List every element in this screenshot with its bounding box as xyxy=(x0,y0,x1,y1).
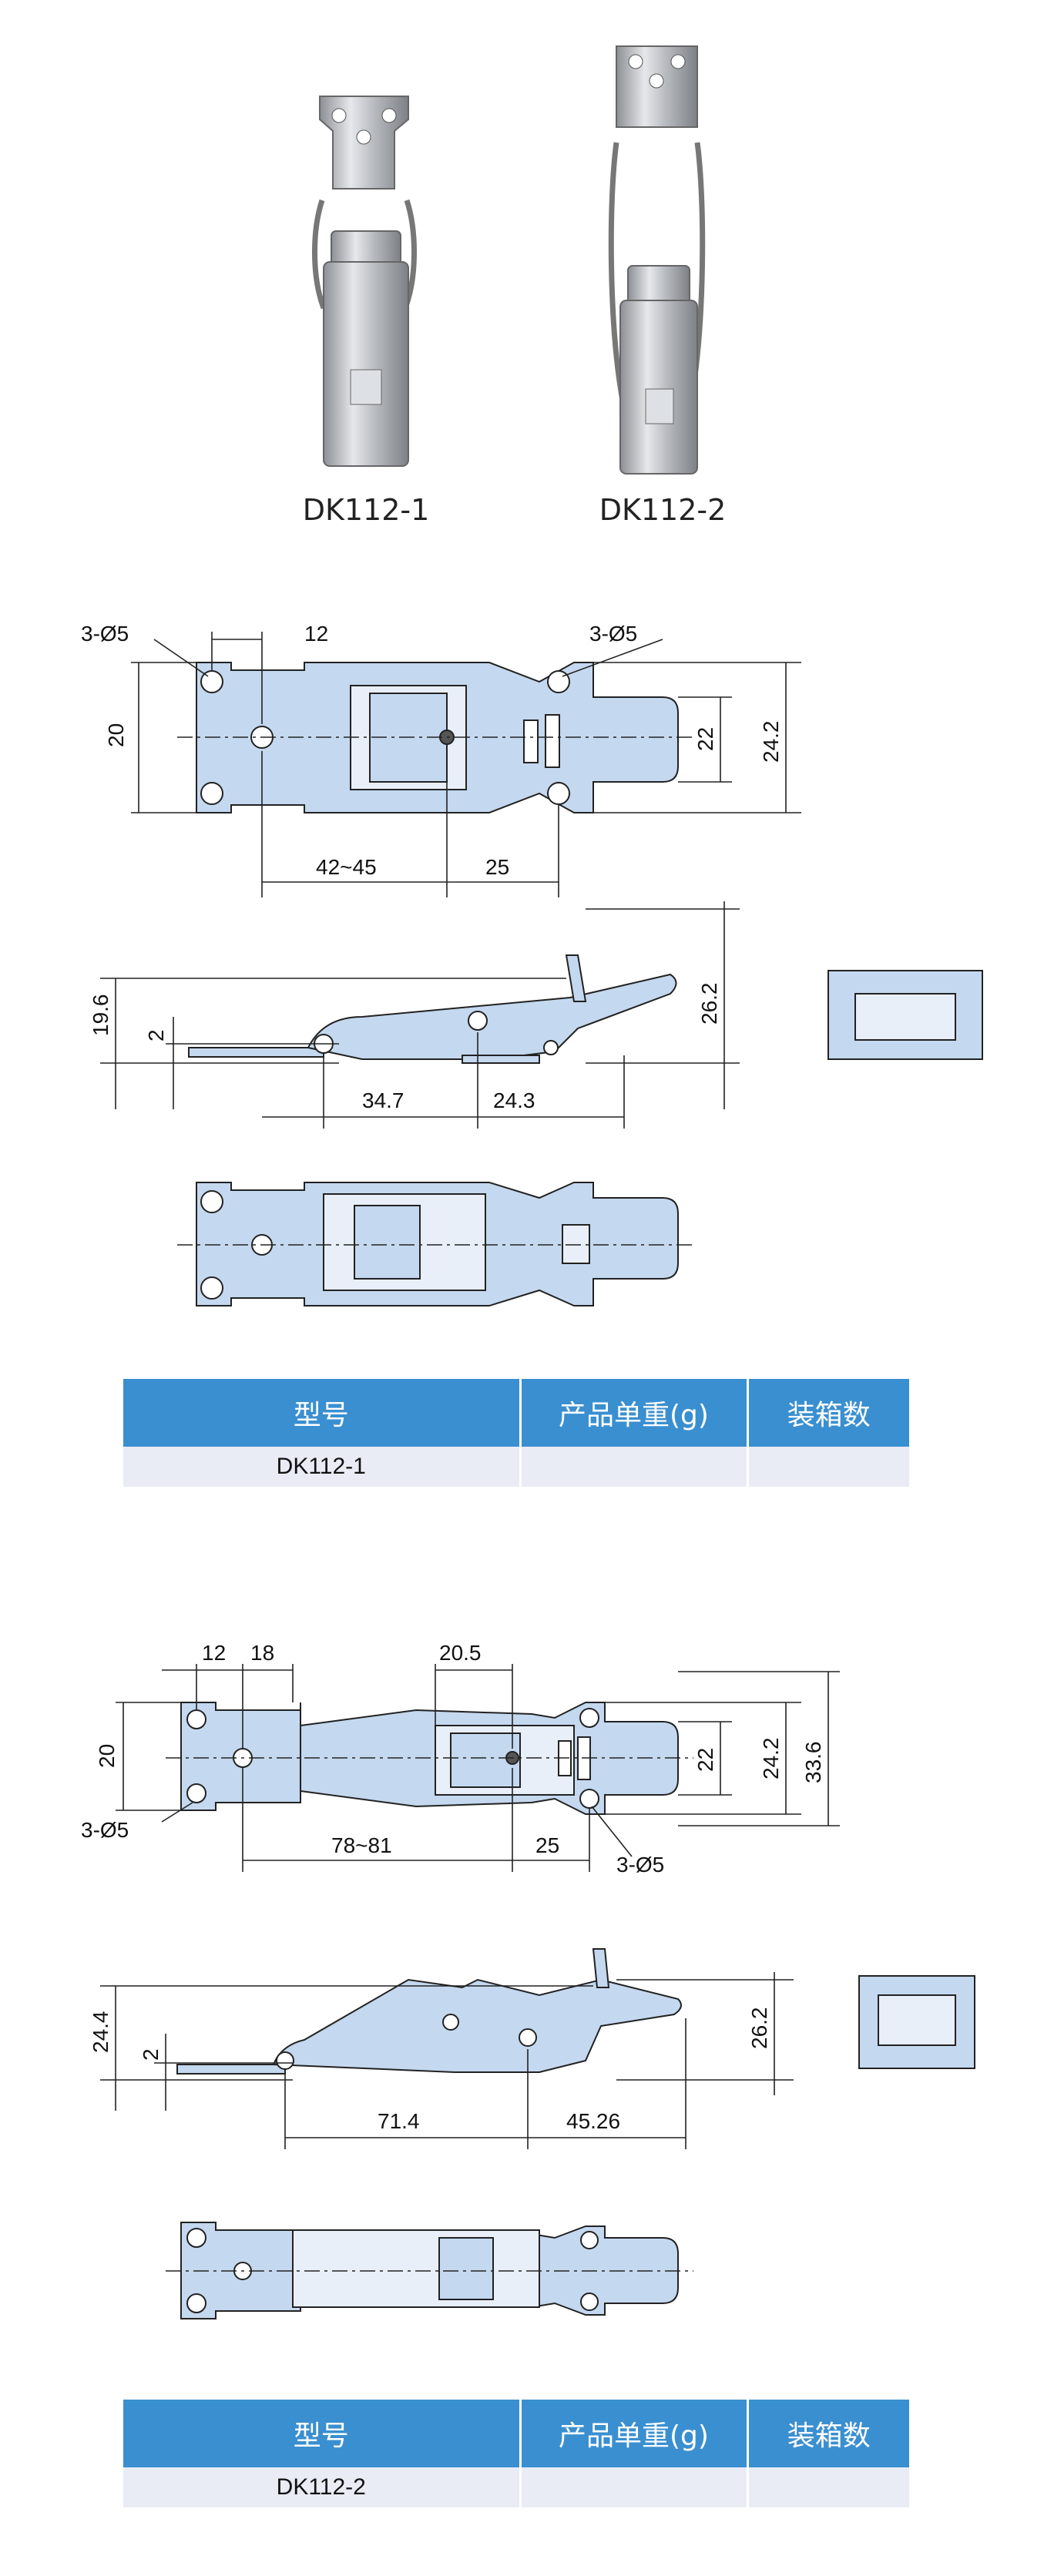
technical-drawing-dk112-1: 3-Ø5 12 3-Ø5 20 22 24.2 42~45 25 19.6 2 … xyxy=(81,622,983,1306)
dim-hole-right-b: 3-Ø5 xyxy=(616,1853,664,1877)
cell-qty xyxy=(747,2467,909,2507)
table-header-row: 型号 产品单重(g) 装箱数 xyxy=(123,1379,909,1447)
header-qty: 装箱数 xyxy=(747,1379,909,1447)
product-photo-dk112-1 xyxy=(312,96,417,467)
dim-19-6: 19.6 xyxy=(89,995,112,1037)
technical-drawing-dk112-2: 12 18 20.5 20 3-Ø5 22 24.2 33.6 78~81 25… xyxy=(81,1641,975,2319)
dim-2-b: 2 xyxy=(139,2048,163,2061)
dim-20-5: 20.5 xyxy=(439,1641,482,1665)
dim-33-6: 33.6 xyxy=(801,1742,825,1784)
dim-18: 18 xyxy=(250,1641,274,1665)
spec-table-1: 型号 产品单重(g) 装箱数 DK112-1 xyxy=(123,1379,909,1487)
dim-26-2: 26.2 xyxy=(697,983,721,1025)
spec-table-2: 型号 产品单重(g) 装箱数 DK112-2 xyxy=(123,2400,909,2507)
dim-hole-right: 3-Ø5 xyxy=(589,622,637,646)
dim-25: 25 xyxy=(485,855,509,879)
dim-45-26: 45.26 xyxy=(566,2109,620,2133)
table-header-row: 型号 产品单重(g) 装箱数 xyxy=(123,2400,909,2467)
dim-26-2-b: 26.2 xyxy=(747,2007,771,2050)
header-model: 型号 xyxy=(123,1379,522,1447)
dim-34-7: 34.7 xyxy=(362,1088,405,1112)
dim-20: 20 xyxy=(104,723,128,747)
dim-22: 22 xyxy=(693,727,717,751)
dim-hole-left-b: 3-Ø5 xyxy=(81,1818,129,1842)
product-label-dk112-1: DK112-1 xyxy=(302,493,430,527)
cell-qty xyxy=(747,1447,909,1487)
dim-24-3: 24.3 xyxy=(493,1088,535,1112)
dim-24-2: 24.2 xyxy=(759,721,783,763)
header-weight: 产品单重(g) xyxy=(520,2400,749,2467)
dim-71-4: 71.4 xyxy=(378,2109,420,2133)
dim-12: 12 xyxy=(304,622,328,646)
dim-25-b: 25 xyxy=(535,1833,559,1857)
product-label-dk112-2: DK112-2 xyxy=(599,493,727,527)
product-photo-dk112-2 xyxy=(608,45,706,475)
dim-2: 2 xyxy=(144,1029,168,1041)
header-weight: 产品单重(g) xyxy=(520,1379,749,1447)
cell-model: DK112-1 xyxy=(123,1447,522,1487)
dim-42-45: 42~45 xyxy=(316,855,377,879)
table-row: DK112-1 xyxy=(123,1447,909,1487)
table-row: DK112-2 xyxy=(123,2467,909,2507)
header-qty: 装箱数 xyxy=(747,2400,909,2467)
dim-78-81: 78~81 xyxy=(331,1833,392,1857)
header-model: 型号 xyxy=(123,2400,522,2467)
cell-weight xyxy=(520,1447,749,1487)
product-photos xyxy=(312,45,706,475)
cell-weight xyxy=(520,2467,749,2507)
dim-12-b: 12 xyxy=(202,1641,226,1665)
dim-hole-left: 3-Ø5 xyxy=(81,622,129,646)
dim-24-2-b: 24.2 xyxy=(759,1738,783,1780)
cell-model: DK112-2 xyxy=(123,2467,522,2507)
dim-22-b: 22 xyxy=(693,1748,717,1772)
dim-20-b: 20 xyxy=(95,1744,119,1768)
dim-24-4: 24.4 xyxy=(89,2011,112,2054)
